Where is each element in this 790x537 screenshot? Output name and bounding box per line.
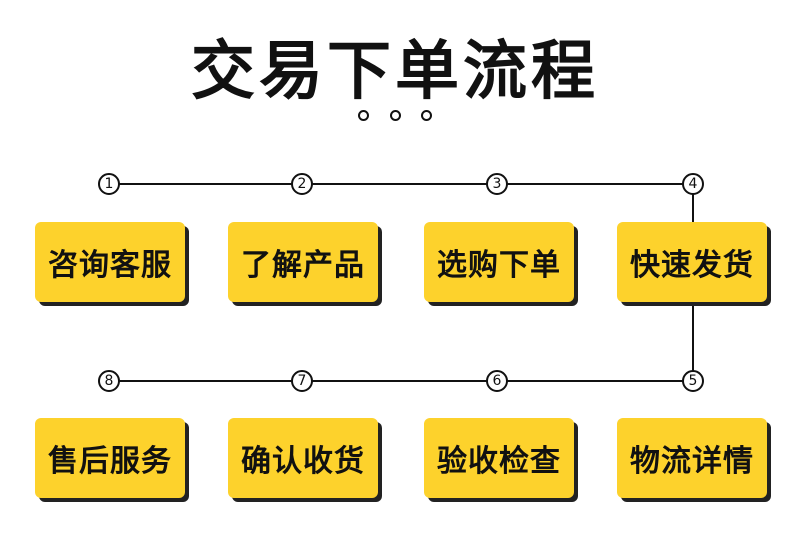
connector-line-4-box bbox=[692, 184, 694, 224]
step-number-1: 1 bbox=[98, 173, 120, 195]
step-number-3: 3 bbox=[486, 173, 508, 195]
step-number-7: 7 bbox=[291, 370, 313, 392]
page-title: 交易下单流程 bbox=[191, 35, 599, 109]
dot-icon bbox=[358, 110, 369, 121]
connector-line-box-5 bbox=[692, 302, 694, 380]
dot-icon bbox=[421, 110, 432, 121]
step-number-8: 8 bbox=[98, 370, 120, 392]
dot-icon bbox=[389, 110, 401, 121]
step-box-4: 快速发货 bbox=[617, 222, 767, 302]
step-number-2: 2 bbox=[291, 173, 313, 195]
decorative-dots bbox=[355, 110, 435, 130]
step-box-2: 了解产品 bbox=[228, 222, 378, 302]
step-number-5: 5 bbox=[682, 370, 704, 392]
step-box-6: 验收检查 bbox=[424, 418, 574, 498]
step-box-3: 选购下单 bbox=[424, 222, 574, 302]
step-box-1: 咨询客服 bbox=[35, 222, 185, 302]
connector-line-bottom bbox=[109, 380, 693, 382]
connector-line-top bbox=[109, 183, 693, 185]
step-number-6: 6 bbox=[486, 370, 508, 392]
step-box-7: 确认收货 bbox=[228, 418, 378, 498]
step-box-5: 物流详情 bbox=[617, 418, 767, 498]
step-number-4: 4 bbox=[682, 173, 704, 195]
step-box-8: 售后服务 bbox=[35, 418, 185, 498]
